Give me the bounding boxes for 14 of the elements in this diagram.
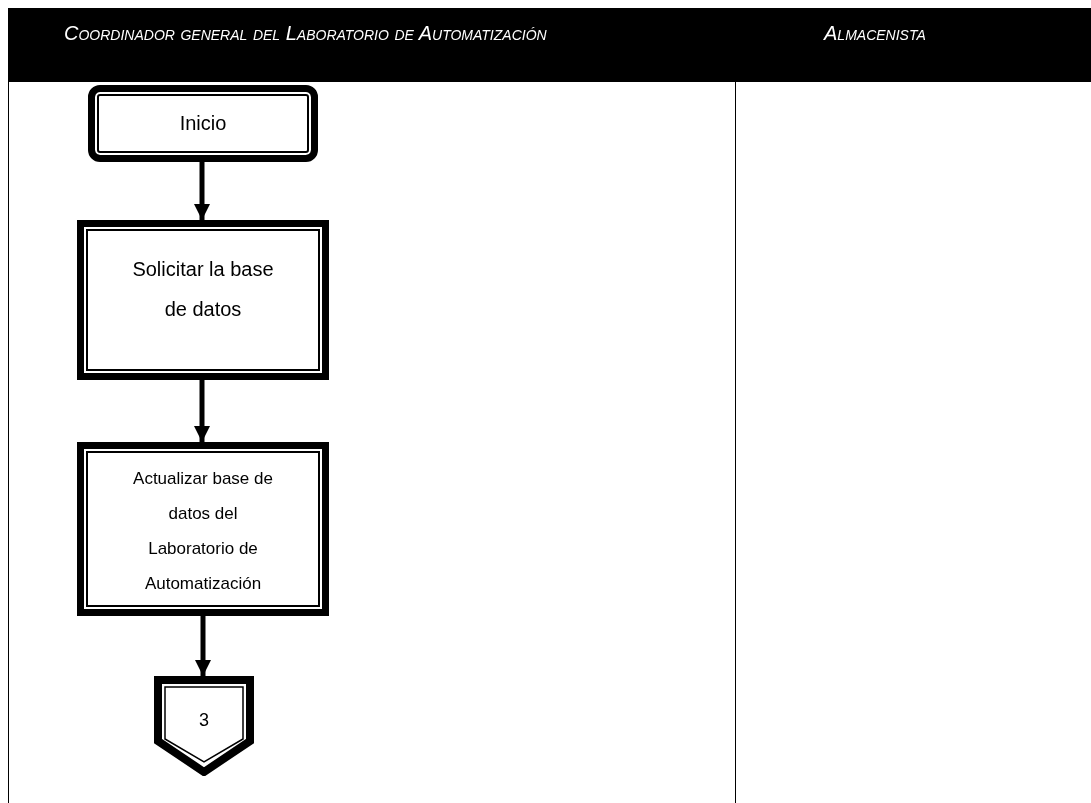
arrow xyxy=(194,162,210,220)
lane-title: Almacenista xyxy=(824,22,926,45)
start-terminal xyxy=(88,85,318,162)
arrow xyxy=(194,380,210,442)
step-label: Solicitar la base de datos xyxy=(131,257,275,322)
connector-number: 3 xyxy=(198,710,210,731)
process-box xyxy=(77,442,329,616)
swimlane xyxy=(8,8,736,803)
lane-title: Coordinador general del Laboratorio de Automatización xyxy=(64,22,547,45)
process-box xyxy=(77,220,329,380)
step-label: Inicio xyxy=(178,111,228,135)
arrow xyxy=(195,616,211,676)
off-page-connector xyxy=(154,676,254,776)
step-label: Actualizar base de datos del Laboratorio de Automatización xyxy=(132,468,274,595)
